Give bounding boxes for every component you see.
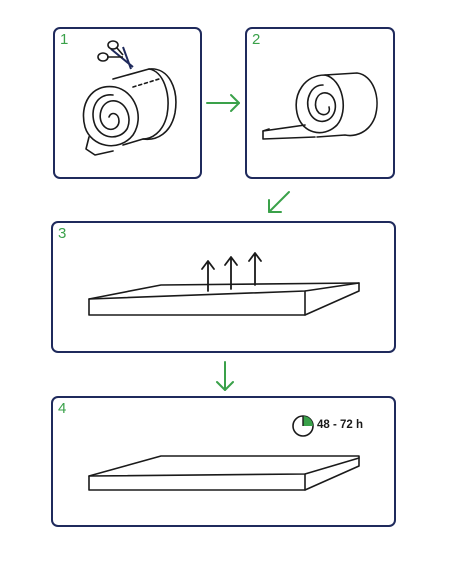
arrow-up-icon bbox=[201, 252, 262, 292]
step-2-panel: 2 bbox=[245, 27, 395, 179]
step-1-number: 1 bbox=[60, 31, 69, 48]
arrow-down-icon bbox=[216, 361, 234, 391]
step-1-panel: 1 bbox=[53, 27, 202, 179]
step-4-number: 4 bbox=[58, 400, 67, 417]
expanded-mattress-illustration bbox=[88, 415, 360, 491]
unrolling-mattress-illustration bbox=[262, 72, 378, 140]
arrow-right-icon bbox=[206, 94, 240, 112]
arrow-down-left-icon bbox=[268, 191, 290, 213]
step-3-panel: 3 bbox=[51, 221, 396, 353]
rolled-mattress-cut-illustration bbox=[82, 40, 177, 156]
wait-time-label: 48 - 72 h bbox=[317, 419, 364, 431]
step-4-panel: 4 48 - 72 h bbox=[51, 396, 396, 527]
step-2-number: 2 bbox=[252, 31, 261, 48]
step-3-number: 3 bbox=[58, 225, 67, 242]
expanding-mattress-illustration bbox=[88, 252, 360, 316]
clock-icon bbox=[292, 415, 314, 437]
scissors-icon bbox=[97, 40, 134, 70]
